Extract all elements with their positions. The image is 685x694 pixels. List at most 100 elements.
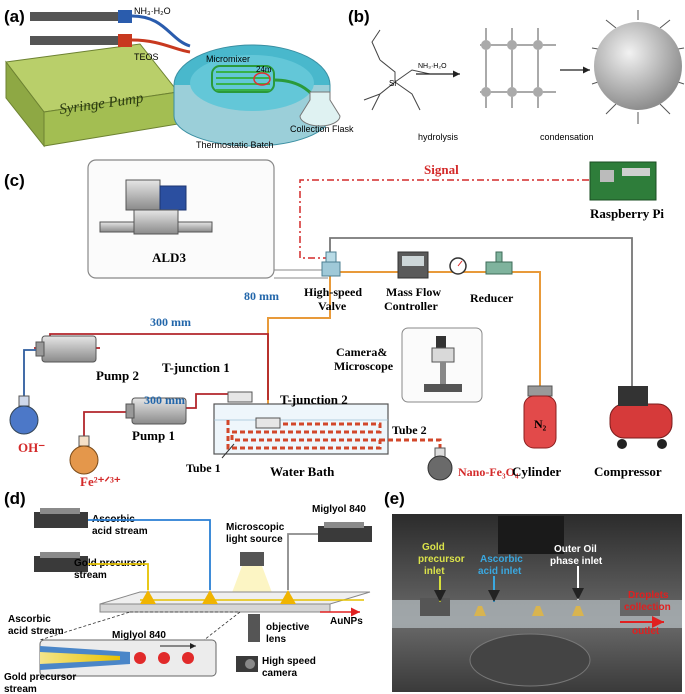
mass-flow-controller (397, 251, 429, 279)
objective-1: objective (266, 622, 310, 633)
gold-b1: Gold precursor (4, 672, 76, 683)
cylinder-label: Cylinder (512, 464, 561, 479)
gold-tube (88, 563, 149, 590)
aunps-label: AuNPs (330, 616, 363, 627)
hs-camera-1: High speed (262, 656, 316, 667)
high-speed-valve (321, 251, 341, 277)
oh-line (23, 349, 36, 400)
clamp-right (620, 598, 660, 616)
oh-flask (9, 395, 39, 435)
syringe-top-cap (118, 10, 132, 23)
microscope-image (424, 336, 462, 392)
arrow-label: NH₃·H₂O (418, 63, 447, 70)
distance-300mm-a: 300 mm (150, 315, 191, 329)
syringe-bottom (30, 36, 120, 45)
pump2-label: Pump 2 (96, 368, 139, 383)
droplet-3 (182, 652, 194, 664)
inlet-photo-ascorbic (532, 606, 544, 616)
micromixer-highlight (253, 72, 271, 86)
mfc-label-1: Mass Flow (386, 285, 441, 299)
thermostatic-bath-label: Thermostatic Batch (196, 140, 274, 150)
pump-2 (35, 335, 97, 363)
gold-stream-2: stream (74, 570, 107, 581)
length-label: 24m (256, 65, 272, 74)
micromixer-label: Micromixer (206, 54, 250, 64)
inlet-photo-gold (474, 606, 486, 616)
signal-label: Signal (424, 162, 459, 177)
t-junction-1 (227, 391, 253, 403)
e-oil-1: Outer Oil (554, 544, 597, 555)
condensation-label: condensation (540, 132, 594, 142)
si-atom: Si (389, 79, 396, 88)
oh-label: OH⁻ (18, 440, 45, 455)
objective-photo (498, 516, 564, 554)
hs-valve-label-2: Valve (318, 299, 347, 313)
tube1-label: Tube 1 (186, 461, 221, 475)
micro-light-1: Microscopic (226, 522, 285, 533)
distance-80mm: 80 mm (244, 289, 279, 303)
miglyol-top: Miglyol 840 (312, 504, 366, 515)
e-drop-1: Droplets (628, 590, 669, 601)
compressor-label: Compressor (594, 464, 662, 479)
distance-300mm-b: 300 mm (144, 393, 185, 407)
raspberry-pi-board (589, 161, 657, 201)
hs-camera-2: camera (262, 668, 297, 679)
panel-b-letter: (b) (348, 7, 370, 26)
gold-flow (40, 652, 120, 664)
droplet-2 (158, 652, 170, 664)
n2-label: N₂ (534, 417, 547, 431)
light-source (240, 552, 264, 566)
high-speed-camera (236, 656, 258, 672)
pump-ascorbic (34, 508, 88, 528)
panel-a-letter: (a) (4, 7, 25, 26)
hydrolysis-label: hydrolysis (418, 132, 459, 142)
teos-molecule (363, 29, 431, 111)
e-gold-1: Gold (422, 542, 445, 553)
microscope-stage (469, 633, 591, 687)
micro-light-2: light source (226, 534, 283, 545)
collection-flask-label: Collection Flask (290, 124, 354, 134)
syringe-bottom-cap (118, 34, 132, 47)
raspberry-pi-chip (600, 170, 614, 182)
panel-d-letter: (d) (4, 489, 26, 508)
collection-flask (299, 91, 341, 127)
miglyol-tube (287, 533, 318, 590)
pump1-line (184, 393, 240, 409)
ascorbic-tube (88, 519, 211, 590)
raspberry-pi-port (622, 168, 650, 176)
inlet-gold (140, 590, 156, 604)
e-drop-2: collection (624, 602, 671, 613)
signal-line (299, 179, 596, 259)
pump-1 (125, 397, 187, 425)
pump-gold (34, 552, 88, 572)
e-asc-1: Ascorbic (480, 554, 523, 565)
inlet-oil (280, 590, 296, 604)
product-flask (427, 447, 453, 481)
pump1-label: Pump 1 (132, 428, 175, 443)
chip-top (99, 591, 371, 605)
objective-lens (248, 614, 260, 642)
hs-valve-label-1: High-speed (304, 285, 362, 299)
ald3-label: ALD3 (152, 250, 186, 265)
panel-c-letter: (c) (4, 171, 25, 190)
t-junction-2-label: T-junction 2 (280, 392, 348, 407)
panel-e-letter: (e) (384, 489, 405, 508)
pump-miglyol (318, 522, 372, 542)
t-junction-2 (255, 417, 281, 429)
mfc-label-2: Controller (384, 299, 438, 313)
tube2-label: Tube 2 (392, 423, 427, 437)
gold-b2: stream (4, 684, 37, 694)
inlet-photo-oil (572, 606, 584, 616)
n2-cylinder (523, 385, 557, 449)
droplet-1 (134, 652, 146, 664)
nano-fe3o4-label: Nano-Fe₃O₄ (458, 465, 519, 479)
fe-label: Fe²⁺ᐟ³⁺ (80, 474, 121, 489)
chip-front (99, 603, 331, 613)
panel-c: (c) Signal Raspberry Pi ALD3 80 mm (4, 159, 673, 489)
ald3-valve-image (99, 179, 213, 235)
water-bath (213, 403, 389, 455)
e-gold-3: inlet (424, 566, 445, 577)
syringe-top-tube (131, 14, 191, 48)
inlet-ascorbic (202, 590, 218, 604)
